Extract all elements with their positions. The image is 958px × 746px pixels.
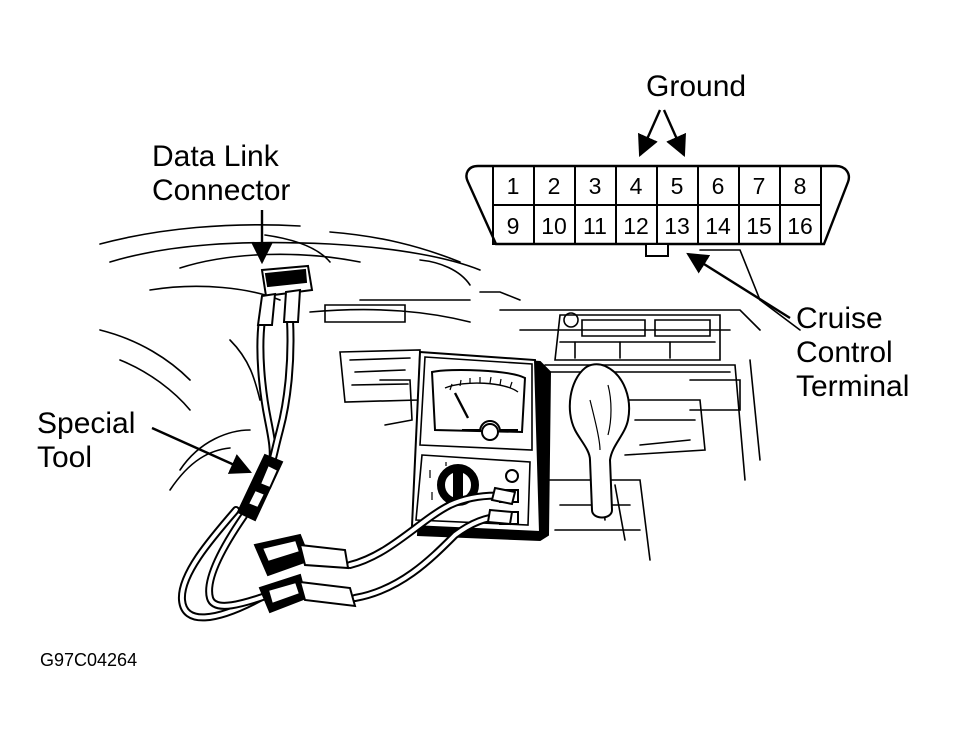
data-link-connector-plug [256,264,314,326]
cruise-control-arrow [686,252,791,320]
ground-arrow-pin5 [662,109,686,157]
pin-label: 12 [623,213,649,239]
special-tool-label-line2: Tool [37,441,93,474]
pin-label: 1 [507,173,520,199]
special-tool-label-line1: Special [37,407,136,440]
figure-code: G97C04264 [40,650,138,670]
pin-label: 2 [548,173,561,199]
pin-label: 7 [753,173,766,199]
special-tool-wires [177,316,509,622]
pin-label: 10 [541,213,567,239]
ground-label: Ground [646,70,747,103]
connector-key-tab [645,243,669,257]
pin-label: 4 [630,173,643,199]
connector-pins-bottom: 9 10 11 12 13 14 15 16 [507,213,813,239]
pin-label: 15 [746,213,772,239]
pin-label: 14 [705,213,731,239]
multimeter [410,350,552,542]
cruise-control-label-line2: Control [796,336,893,369]
pin-label: 5 [671,173,684,199]
gear-shift-lever [568,363,631,519]
connector-pins-top: 1 2 3 4 5 6 7 8 [507,173,807,199]
pin-label: 13 [664,213,690,239]
ground-arrow-pin4 [638,109,662,157]
special-tool-arrow [151,426,252,474]
data-link-connector-label-line1: Data Link [152,140,279,173]
data-link-connector-label-line2: Connector [152,174,291,207]
obd2-connector: 1 2 3 4 5 6 7 8 9 10 11 12 13 14 15 16 [465,164,850,257]
pin-label: 6 [712,173,725,199]
pin-label: 9 [507,213,520,239]
cruise-control-label-line3: Terminal [796,370,910,403]
callout-arrows [151,109,791,474]
pin-label: 16 [787,213,813,239]
cruise-control-label-line1: Cruise [796,302,883,335]
pin-label: 11 [583,213,607,239]
special-tool-body [236,453,517,614]
pin-label: 3 [589,173,602,199]
pin-label: 8 [794,173,807,199]
